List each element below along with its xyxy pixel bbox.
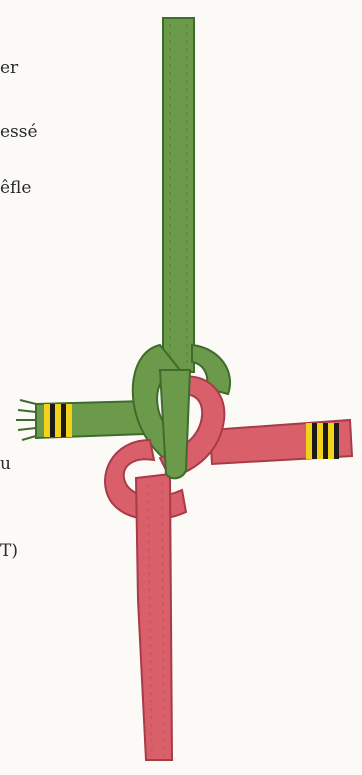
green-rope xyxy=(16,18,230,474)
green-rope-whipping xyxy=(44,404,72,437)
red-rope-whipping xyxy=(306,423,339,459)
green-rope-crossing xyxy=(160,370,190,478)
